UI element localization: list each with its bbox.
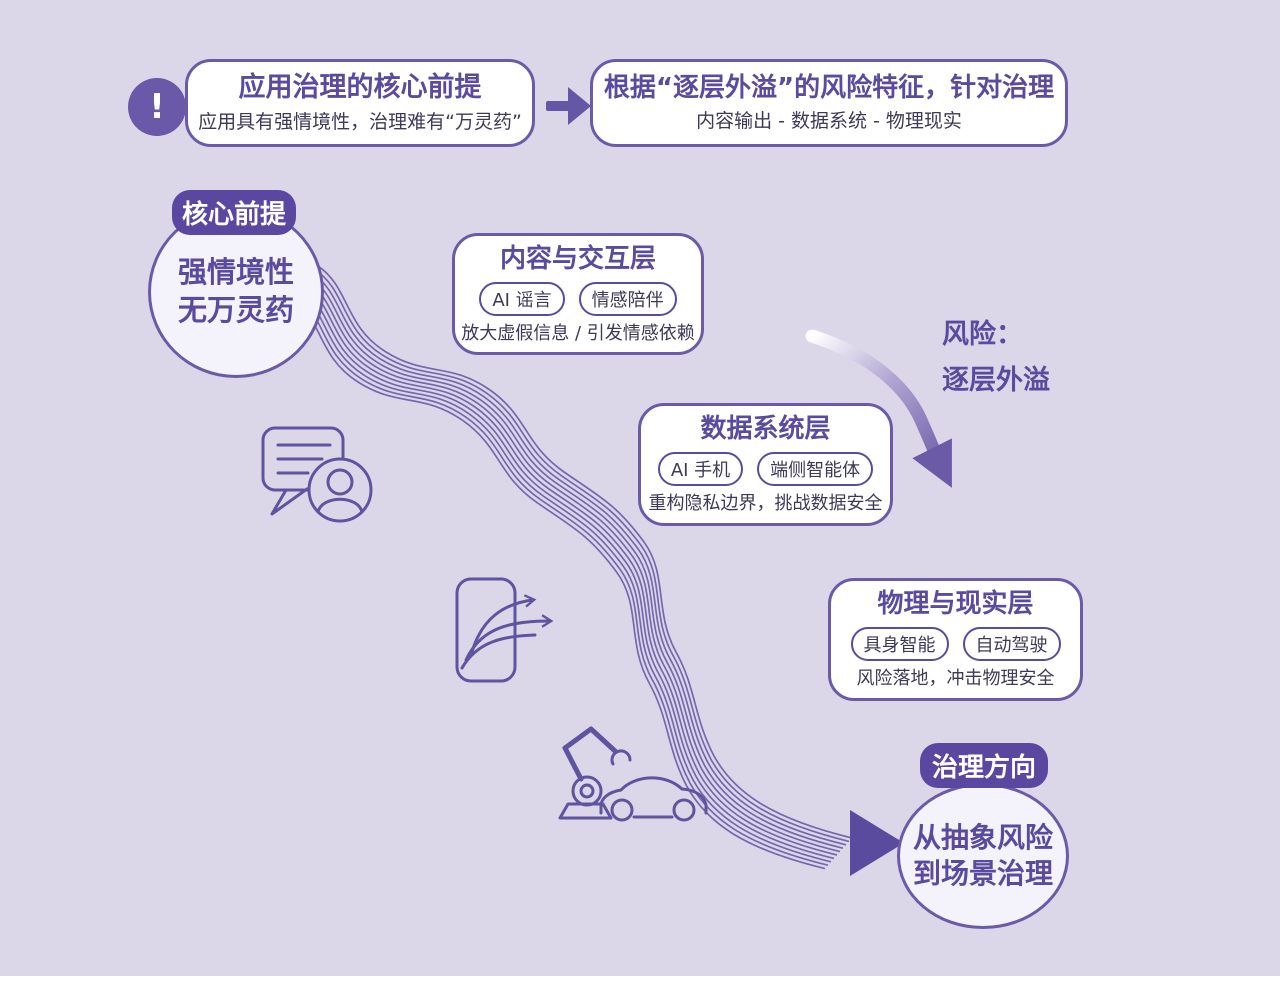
wavy-flow-ribbon xyxy=(290,265,853,870)
strategy-subtitle: 内容输出 - 数据系统 - 物理现实 xyxy=(696,110,962,133)
tag-ai-rumor: AI 谣言 xyxy=(479,281,565,316)
governance-circle: 从抽象风险 到场景治理 xyxy=(897,783,1069,929)
tag-ai-phone: AI 手机 xyxy=(657,452,744,487)
core-premise-line2: 无万灵药 xyxy=(177,293,294,327)
content-layer-tags: AI 谣言 情感陪伴 xyxy=(479,281,677,316)
bottom-edge-strip xyxy=(0,976,1280,982)
tag-emotional-companion: 情感陪伴 xyxy=(578,281,677,316)
physical-layer-box: 物理与现实层 具身智能 自动驾驶 风险落地，冲击物理安全 xyxy=(828,578,1083,701)
governance-line2: 到场景治理 xyxy=(912,857,1053,890)
physical-layer-tags: 具身智能 自动驾驶 xyxy=(850,627,1061,662)
curved-risk-arrow xyxy=(805,329,952,488)
data-layer-caption: 重构隐私边界，挑战数据安全 xyxy=(648,493,883,515)
flow-arrowhead-icon xyxy=(850,810,904,876)
risk-label-line1: 风险： xyxy=(942,319,1023,350)
data-layer-box: 数据系统层 AI 手机 端侧智能体 重构隐私边界，挑战数据安全 xyxy=(638,403,893,526)
premise-box: 应用治理的核心前提 应用具有强情境性，治理难有“万灵药” xyxy=(185,59,535,147)
premise-title: 应用治理的核心前提 xyxy=(238,72,482,104)
core-premise-line1: 强情境性 xyxy=(177,255,294,290)
data-layer-title: 数据系统层 xyxy=(700,414,831,445)
governance-badge: 治理方向 xyxy=(920,743,1048,788)
premise-subtitle: 应用具有强情境性，治理难有“万灵药” xyxy=(198,110,522,133)
tag-edge-agent: 端侧智能体 xyxy=(757,452,874,487)
risk-spillover-label: 风险： 逐层外溢 xyxy=(942,312,1050,405)
alert-mark: ! xyxy=(149,87,165,127)
risk-label-line2: 逐层外溢 xyxy=(942,365,1050,397)
alert-icon: ! xyxy=(128,78,186,136)
robot-arm-car-icon xyxy=(558,726,708,822)
physical-layer-caption: 风险落地，冲击物理安全 xyxy=(856,668,1055,690)
content-layer-caption: 放大虚假信息 / 引发情感依赖 xyxy=(461,322,695,344)
governance-line1: 从抽象风险 xyxy=(912,820,1053,854)
tag-embodied-ai: 具身智能 xyxy=(850,627,949,662)
phone-outflow-icon xyxy=(455,577,554,683)
content-layer-box: 内容与交互层 AI 谣言 情感陪伴 放大虚假信息 / 引发情感依赖 xyxy=(452,233,704,355)
tag-autonomous-driving: 自动驾驶 xyxy=(962,627,1061,662)
core-premise-badge: 核心前提 xyxy=(172,190,296,235)
content-layer-title: 内容与交互层 xyxy=(499,243,656,274)
strategy-title: 根据“逐层外溢”的风险特征，针对治理 xyxy=(603,73,1055,103)
strategy-box: 根据“逐层外溢”的风险特征，针对治理 内容输出 - 数据系统 - 物理现实 xyxy=(590,59,1068,147)
chat-user-icon xyxy=(261,426,373,523)
right-arrow-icon xyxy=(546,87,591,125)
physical-layer-title: 物理与现实层 xyxy=(877,589,1034,620)
data-layer-tags: AI 手机 端侧智能体 xyxy=(657,452,874,487)
